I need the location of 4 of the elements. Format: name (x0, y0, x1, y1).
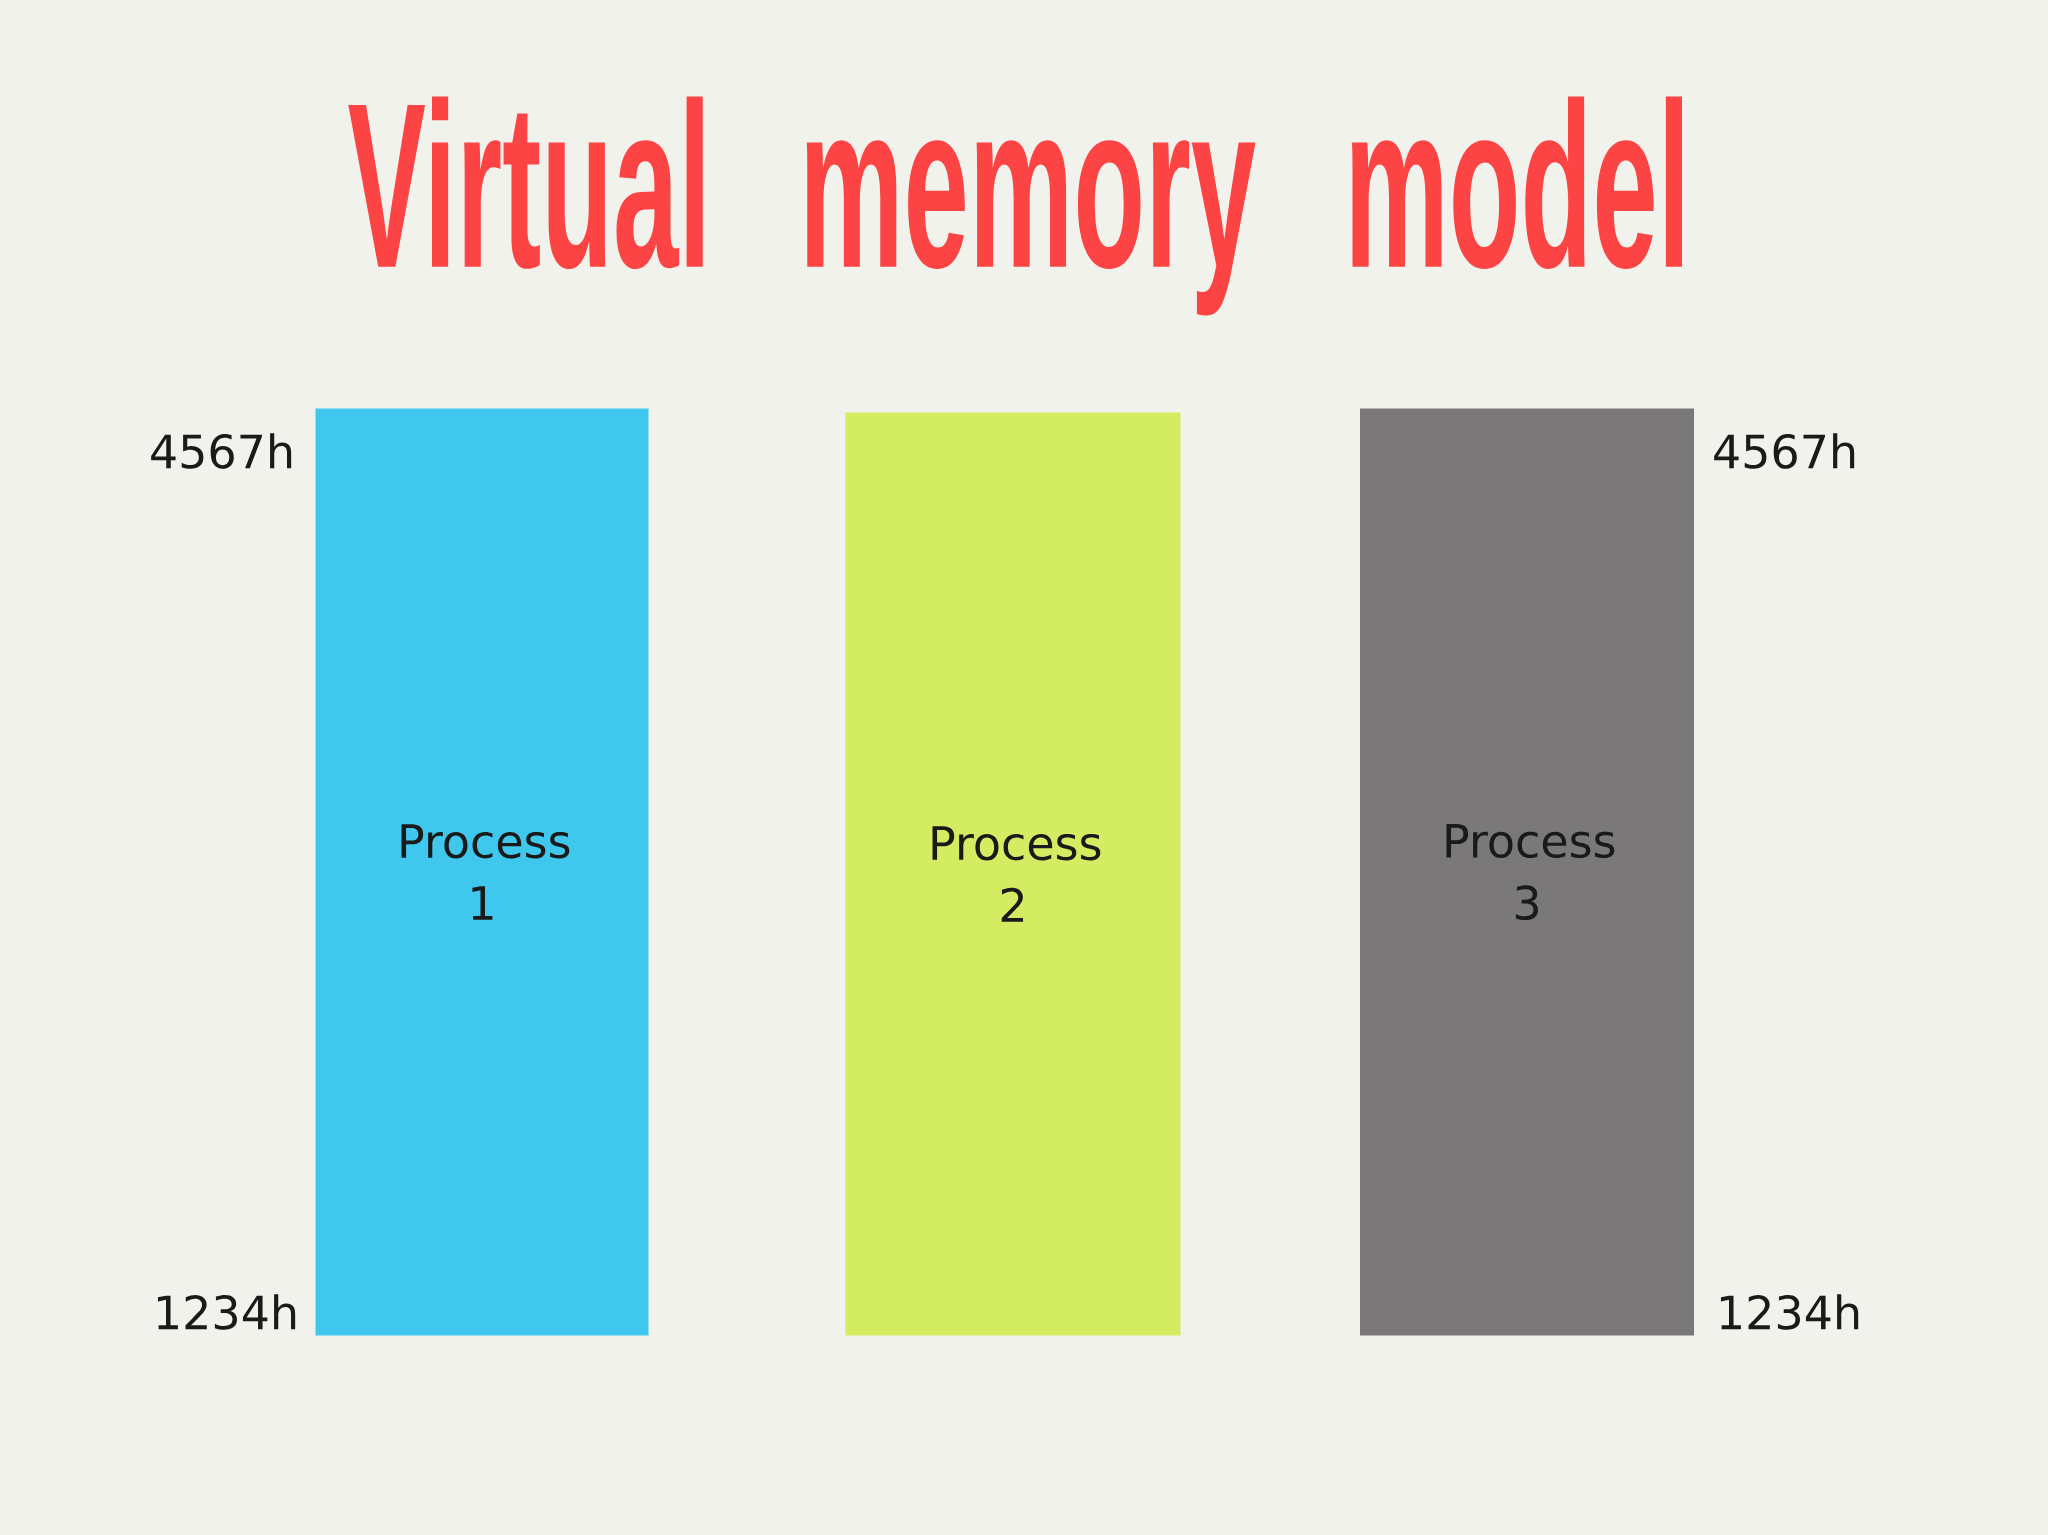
process-box: Process 3 (1360, 408, 1694, 1336)
process-box: Process 2 (845, 412, 1181, 1336)
process-box: Process 1 (315, 408, 649, 1336)
title: Virtual memory model (348, 96, 1682, 316)
